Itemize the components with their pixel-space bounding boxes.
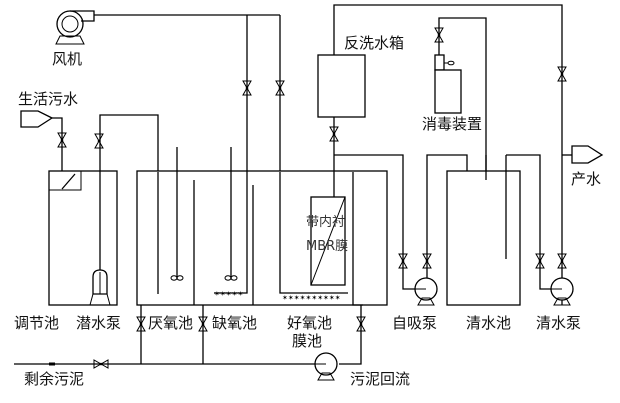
self-priming-suction-pipe <box>334 154 418 290</box>
submersible-pump-label: 潜水泵 <box>76 314 121 332</box>
clear-water-pump <box>550 277 574 306</box>
clear-water-tank-label: 清水池 <box>466 314 511 332</box>
membrane-tank-label: 膜池 <box>292 332 322 350</box>
excess-sludge-label: 剩余污泥 <box>24 370 84 388</box>
clear-water-tank <box>446 170 521 306</box>
screen-bar <box>61 173 76 190</box>
anoxic-air-pipe <box>214 128 248 294</box>
disinfection-pipe <box>438 17 487 180</box>
mbr-label-1: 带内衬 <box>306 214 345 230</box>
aerobic-diffuser: ✶✶✶✶✶✶✶✶✶✶ <box>282 294 341 302</box>
disinfection-device-label: 消毒装置 <box>422 115 482 133</box>
anoxic-tank-label: 缺氧池 <box>212 314 257 332</box>
anoxic-diffuser: ✶✶✶✶✶ <box>214 290 243 298</box>
clear-water-pump-label: 清水泵 <box>536 314 581 332</box>
product-water-label: 产水 <box>571 170 601 188</box>
self-priming-pump-label: 自吸泵 <box>392 314 437 332</box>
self-priming-pump <box>414 277 438 306</box>
sludge-return-pump <box>314 352 338 381</box>
screen-box <box>48 170 82 191</box>
mbr-label-2: MBR膜 <box>306 239 348 254</box>
sewage-inlet-pipe <box>52 117 63 178</box>
product-water-outlet-arrow <box>571 145 604 164</box>
mbr-diagonal <box>310 196 346 286</box>
clear-water-pump-suction-pipe <box>506 154 553 290</box>
aerobic-tank-label: 好氧池 <box>287 314 332 332</box>
submersible-pump-pipe <box>99 114 159 270</box>
aerobic-air-pipe <box>279 172 348 294</box>
sludge-return-label: 污泥回流 <box>350 370 410 388</box>
domestic-sewage-label: 生活污水 <box>18 90 78 108</box>
sewage-inlet-arrow <box>20 110 54 128</box>
bio-tank <box>136 170 388 306</box>
mixer-anaerobic <box>170 275 184 281</box>
submersible-pump <box>89 269 111 306</box>
disinfection-device <box>434 69 462 114</box>
sludge-return-pipe <box>339 305 362 365</box>
blower-label: 风机 <box>52 50 82 68</box>
anaerobic-tank-label: 厌氧池 <box>148 314 193 332</box>
blower-impeller <box>61 15 79 33</box>
mixer-anoxic <box>224 275 238 281</box>
equalization-tank-label: 调节池 <box>14 314 59 332</box>
backwash-tank <box>317 54 366 118</box>
disinfection-head <box>434 54 445 71</box>
blower <box>55 10 95 45</box>
backwash-tank-label: 反洗水箱 <box>344 34 404 52</box>
blower-housing <box>56 10 84 38</box>
submersible-pump-valve[interactable] <box>94 133 104 149</box>
